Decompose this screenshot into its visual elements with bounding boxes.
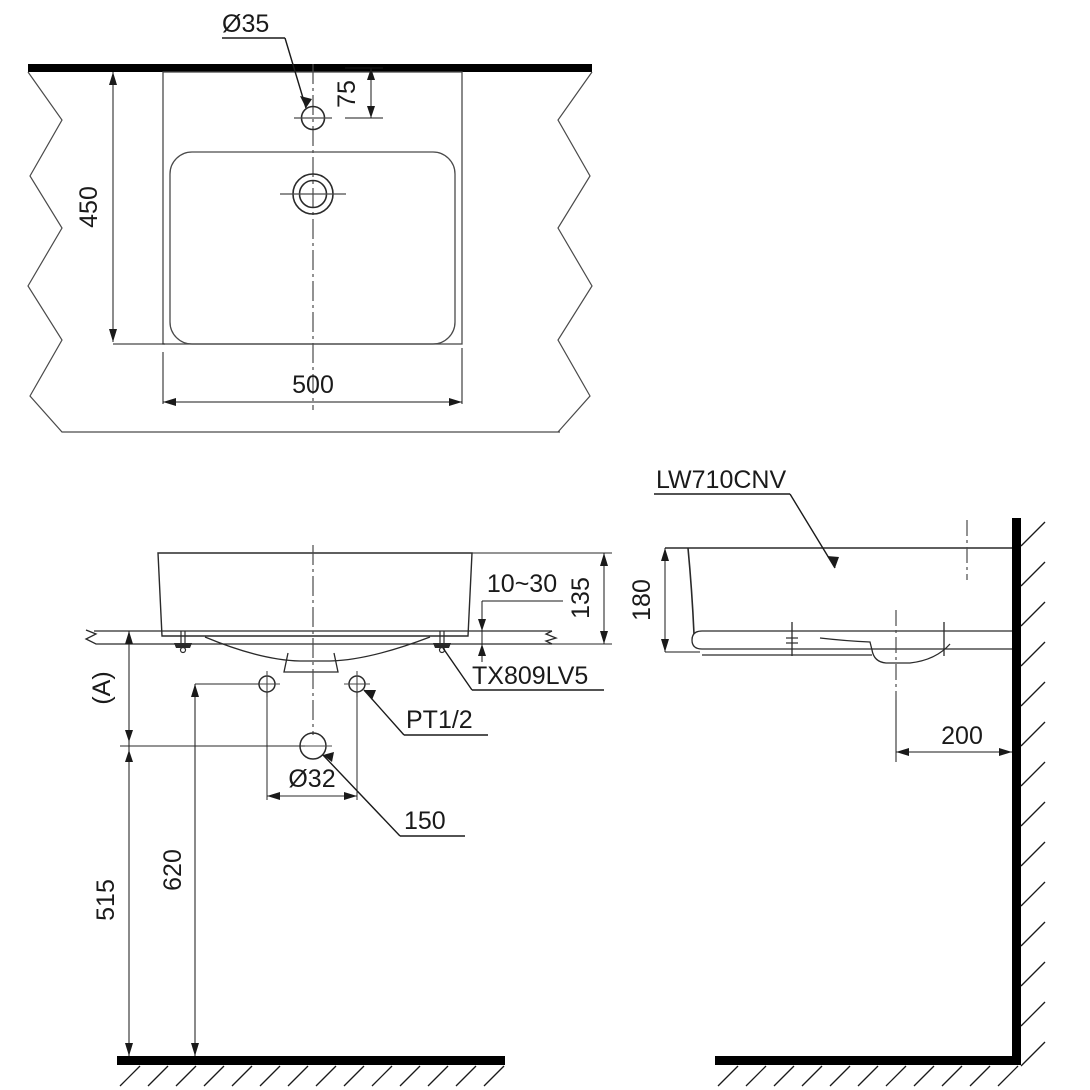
dim-515-label: 515: [92, 879, 120, 921]
dim515-arrow-top: [125, 750, 133, 762]
counter-slab-rounded-edge: [691, 630, 703, 650]
bowl-underside-front: [204, 636, 431, 662]
bowl-underside-side: [819, 637, 951, 664]
counter-slab-side: [702, 630, 1012, 650]
dim150-arrow-left: [267, 792, 280, 800]
dim-dia32-label: 150: [404, 807, 446, 835]
dim-180-label: 180: [628, 579, 656, 621]
basin-front-face-side: [687, 547, 695, 635]
counter-break-left-front: [84, 629, 552, 645]
dim1030-arrow-top: [478, 619, 486, 631]
dim450-arrow-bottom: [109, 329, 117, 342]
wall-bar-top-view: [28, 64, 592, 72]
floor-bar-front: [117, 1056, 505, 1065]
dim-620-label: 620: [159, 849, 187, 891]
dim-75-label: 75: [333, 80, 361, 108]
dia32-leader-arrow: [323, 752, 334, 762]
dim200-arrow-left: [896, 748, 909, 756]
counter-break-outline-right: [557, 71, 593, 433]
mounting-bracket-right: [433, 631, 451, 654]
mounting-bracket-left: [174, 631, 192, 654]
dia32-leader-line: [322, 754, 401, 837]
dimA-arrow-top: [125, 631, 133, 644]
dim620-arrow-bottom: [191, 1043, 199, 1056]
dim75-arrow-bottom: [367, 106, 375, 118]
front-elevation-view: Ø32 135 10~30 (A) 620 515 TX809LV5 PT1/2: [84, 545, 612, 1087]
floor-hatching-side: [717, 1065, 1019, 1087]
dim500-arrow-right: [449, 398, 462, 406]
wall-bar-side-view: [1012, 518, 1021, 1065]
tx809lv5-leader-line: [442, 647, 473, 691]
drain-boss-front: [283, 652, 339, 673]
counter-break-right-front: [544, 630, 558, 645]
dim-200-label: 200: [941, 722, 983, 750]
lw710cnv-leader-arrow: [827, 556, 839, 568]
label-lw710cnv: LW710CNV: [656, 466, 786, 494]
dim150-arrow-right: [344, 792, 357, 800]
dim180-arrow-top: [661, 548, 669, 561]
dim-500-label: 500: [292, 371, 334, 399]
dim180-arrow-bottom: [661, 639, 669, 652]
dim135-arrow-top: [600, 553, 608, 566]
dim-450-label: 450: [75, 186, 103, 228]
dia35-leader-line: [284, 37, 307, 109]
dim135-arrow-bottom: [600, 631, 608, 644]
pt12-leader-arrow: [364, 690, 376, 700]
label-tx809lv5: TX809LV5: [472, 662, 588, 690]
floor-bar-side: [715, 1056, 1015, 1065]
dim1030-arrow-bottom: [478, 644, 486, 656]
dim-dia35-label: Ø35: [222, 10, 269, 38]
dim-135-label: 135: [567, 577, 595, 619]
wall-hatching-side: [1020, 521, 1046, 1067]
dia35-leader-arrow: [300, 96, 312, 108]
counter-break-outline-left: [27, 71, 560, 433]
bracket-mark-left-side: [786, 622, 798, 656]
dim75-arrow-top: [367, 68, 375, 80]
lw710cnv-leader-line: [789, 493, 836, 569]
dim515-arrow-bottom: [125, 1043, 133, 1056]
dim500-arrow-left: [163, 398, 176, 406]
floor-hatching-front: [119, 1065, 505, 1087]
basin-body-front: [157, 552, 473, 637]
top-view: Ø35 75 450 500: [27, 10, 593, 433]
dimA-arrow-bottom: [125, 730, 133, 742]
dim-A-label: (A): [88, 671, 116, 704]
dim450-arrow-top: [109, 72, 117, 85]
dim620-arrow-top: [191, 684, 199, 697]
dim200-arrow-right: [999, 748, 1012, 756]
dim-150-label: Ø32: [288, 765, 335, 793]
side-section-view: 180 200 LW710CNV: [628, 466, 1046, 1087]
dim-10-30-label: 10~30: [487, 570, 557, 598]
label-pt12: PT1/2: [406, 706, 473, 734]
